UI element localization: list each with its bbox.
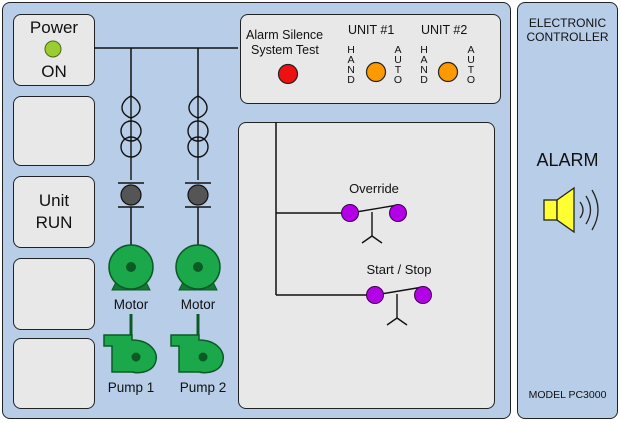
speaker-icon xyxy=(543,186,599,234)
contactor-1 xyxy=(118,182,144,245)
motor-1-icon xyxy=(108,244,154,291)
unit-run-box: Unit RUN xyxy=(13,176,95,248)
motor-2-icon xyxy=(175,244,221,291)
alarm-silence-label: Alarm Silence xyxy=(246,28,324,42)
fuse-coil-2 xyxy=(187,95,209,180)
empty-slot-2 xyxy=(13,258,95,330)
model-label: MODEL PC3000 xyxy=(528,389,607,401)
unit2-title: UNIT #2 xyxy=(421,23,468,37)
alarm-indicator-box: Alarm Silence System Test UNIT #1 UNIT #… xyxy=(240,14,501,104)
power-title: Power xyxy=(29,18,79,37)
controller-line1: ELECTRONIC xyxy=(528,16,607,30)
empty-slot-1 xyxy=(13,96,95,166)
start-stop-switch[interactable] xyxy=(366,286,432,326)
unit-run-line2: RUN xyxy=(35,213,73,232)
pump-2-label: Pump 2 xyxy=(180,380,227,395)
empty-slot-3 xyxy=(13,338,95,409)
unit1-hand-auto-selector[interactable] xyxy=(365,61,387,83)
contactor-2 xyxy=(185,182,211,245)
fuse-coil-1 xyxy=(120,95,142,180)
pump-2-icon xyxy=(170,334,225,374)
pump-1-label: Pump 1 xyxy=(108,380,155,395)
power-status: ON xyxy=(41,62,67,81)
unit1-hand-label: H A N D xyxy=(347,44,355,86)
override-label: Override xyxy=(349,181,399,196)
unit2-hand-label: H A N D xyxy=(420,44,428,86)
pump-1-icon xyxy=(103,334,158,374)
motor-2-label: Motor xyxy=(181,297,216,312)
controller-line2: CONTROLLER xyxy=(526,30,609,44)
motor-1-label: Motor xyxy=(114,297,149,312)
unit2-hand-auto-selector[interactable] xyxy=(437,61,459,83)
unit1-title: UNIT #1 xyxy=(348,23,395,37)
alarm-silence-button[interactable] xyxy=(277,63,299,85)
unit2-auto-label: A U T O xyxy=(466,44,476,86)
system-test-label: System Test xyxy=(251,43,319,57)
power-indicator-light xyxy=(44,40,62,58)
unit-run-line1: Unit xyxy=(38,191,70,210)
switch-ladder xyxy=(275,122,375,296)
unit1-auto-label: A U T O xyxy=(393,44,403,86)
override-switch[interactable] xyxy=(341,204,407,244)
switch-box xyxy=(238,122,495,409)
start-stop-label: Start / Stop xyxy=(366,262,431,277)
alarm-label: ALARM xyxy=(536,150,599,170)
